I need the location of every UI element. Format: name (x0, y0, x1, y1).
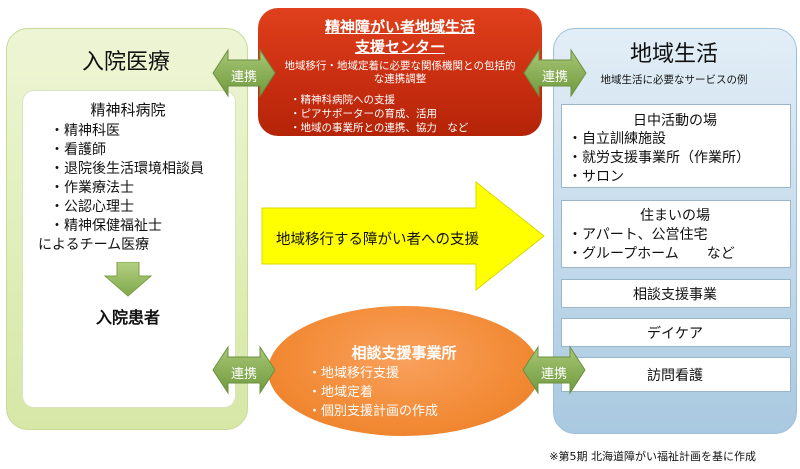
source-footnote: ※第5期 北海道障がい福祉計画を基に作成 (549, 450, 756, 463)
day-activity-item: ・就労支援事業所（作業所） (568, 150, 750, 166)
housing-item: ・アパート、公営住宅 (568, 227, 708, 243)
down-arrow-icon (103, 262, 153, 297)
housing-box (561, 200, 791, 268)
support-center-description: 地域移行・地域定着に必要な関係機関との包括的 な連携調整 (262, 60, 538, 86)
home-nursing-box (561, 357, 791, 392)
support-center-box (258, 8, 542, 136)
housing-item: ・グループホーム など (568, 246, 735, 262)
day-activity-title: 日中活動の場 (633, 113, 717, 129)
staff-item: ・退院後生活環境相談員 (50, 161, 204, 177)
link-arrow-icon (522, 345, 586, 395)
link-arrow-icon (523, 48, 587, 98)
link-label: 連携 (540, 367, 567, 382)
support-center-desc-line: 地域移行・地域定着に必要な関係機関との包括的 (284, 60, 516, 72)
day-activity-item: ・自立訓練施設 (568, 131, 666, 147)
support-center-item: ・地域の事業所との連携、協力 など (290, 122, 469, 134)
support-center-desc-line: な連携調整 (373, 73, 427, 85)
support-center-item: ・精神科病院への支援 (290, 94, 395, 106)
inpatient-label: 入院患者 (95, 308, 160, 327)
consultation-service-label: 相談支援事業 (633, 287, 717, 303)
hospital-name: 精神科病院 (90, 101, 166, 119)
staff-item: ・精神保健福祉士 (50, 218, 162, 234)
staff-item: ・精神科医 (50, 123, 120, 139)
transition-support-arrow (261, 180, 545, 292)
staff-item: ・看護師 (50, 142, 106, 158)
consultation-office-item: ・地域定着 (308, 385, 374, 400)
link-arrow-icon (212, 345, 276, 395)
consultation-office-item: ・個別支援計画の作成 (308, 404, 439, 419)
team-care-text: によるチーム医療 (38, 237, 150, 253)
transition-support-text: 地域移行する障がい者への支援 (276, 232, 479, 248)
support-center-title-line2: 支援センター (354, 38, 445, 56)
right-panel-subtitle: 地域生活に必要なサービスの例 (600, 74, 748, 86)
consultation-office-ellipse (268, 306, 540, 436)
housing-title: 住まいの場 (640, 208, 710, 224)
link-arrow-icon (212, 48, 276, 98)
left-panel-title: 入院医療 (81, 50, 170, 75)
home-nursing-label: 訪問看護 (647, 368, 703, 384)
day-activity-box (561, 104, 791, 188)
day-activity-item: ・サロン (568, 169, 624, 185)
link-label: 連携 (541, 70, 568, 85)
support-center-title-line1: 精神障がい者地域生活 (324, 18, 475, 36)
daycare-box (561, 318, 791, 347)
support-center-item: ・ピアサポーターの育成、活用 (290, 108, 437, 120)
consultation-office-item: ・地域移行支援 (308, 366, 400, 381)
link-label: 連携 (230, 367, 257, 382)
link-label: 連携 (230, 70, 257, 85)
daycare-label: デイケア (647, 326, 703, 342)
consultation-office-title: 相談支援事業所 (351, 344, 457, 362)
consultation-service-box (561, 279, 791, 308)
staff-item: ・作業療法士 (50, 180, 134, 196)
hospital-box (22, 90, 236, 408)
right-panel-title: 地域生活 (629, 42, 718, 67)
staff-item: ・公認心理士 (50, 199, 134, 215)
